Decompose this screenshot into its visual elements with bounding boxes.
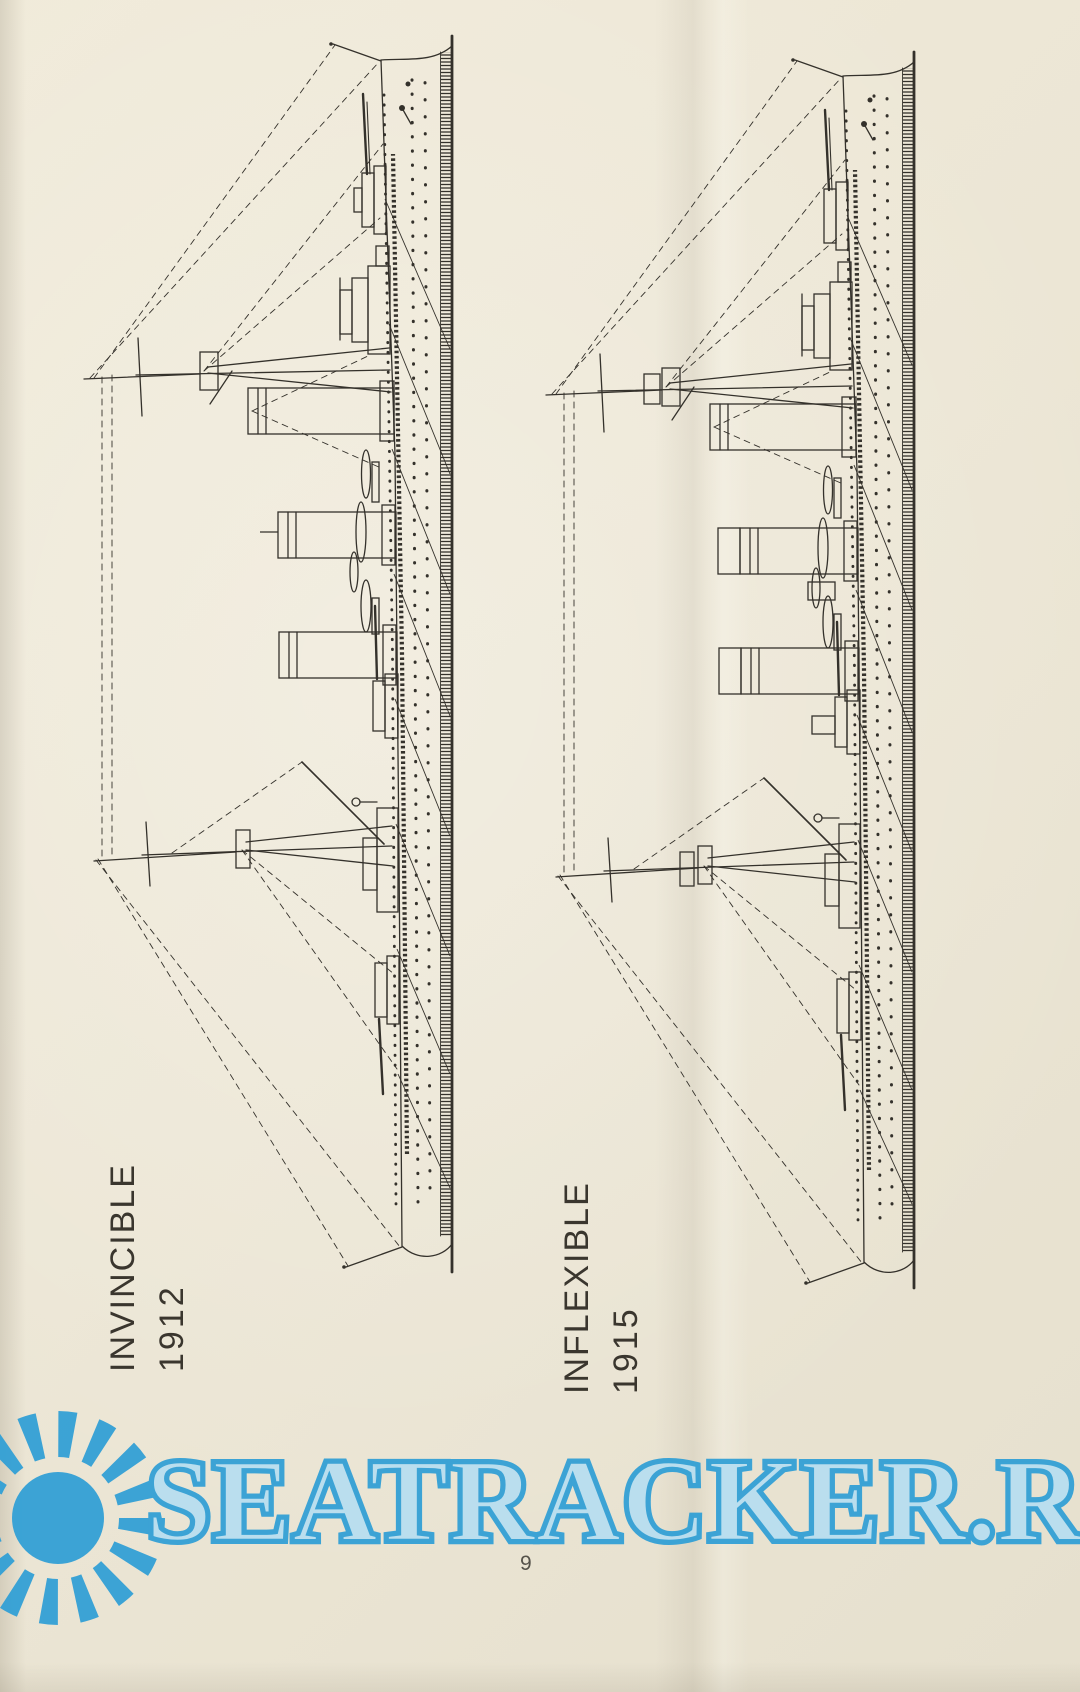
ship-drawing-inflexible <box>512 50 932 1290</box>
ship-year: 1915 <box>607 1306 645 1394</box>
page-number: 9 <box>520 1552 532 1575</box>
ship-drawing-invincible <box>50 34 470 1274</box>
ship-name: INVINCIBLE <box>104 1163 142 1372</box>
ship-year: 1912 <box>153 1284 191 1372</box>
figure-label-invincible: INVINCIBLE 1912 <box>104 1163 192 1372</box>
figure-label-inflexible: INFLEXIBLE 1915 <box>558 1181 646 1394</box>
sun-logo-icon <box>0 1411 165 1625</box>
ship-name: INFLEXIBLE <box>558 1181 596 1394</box>
watermark: SEATRACKER.RU SEATRACKER.RU <box>0 1398 1080 1678</box>
